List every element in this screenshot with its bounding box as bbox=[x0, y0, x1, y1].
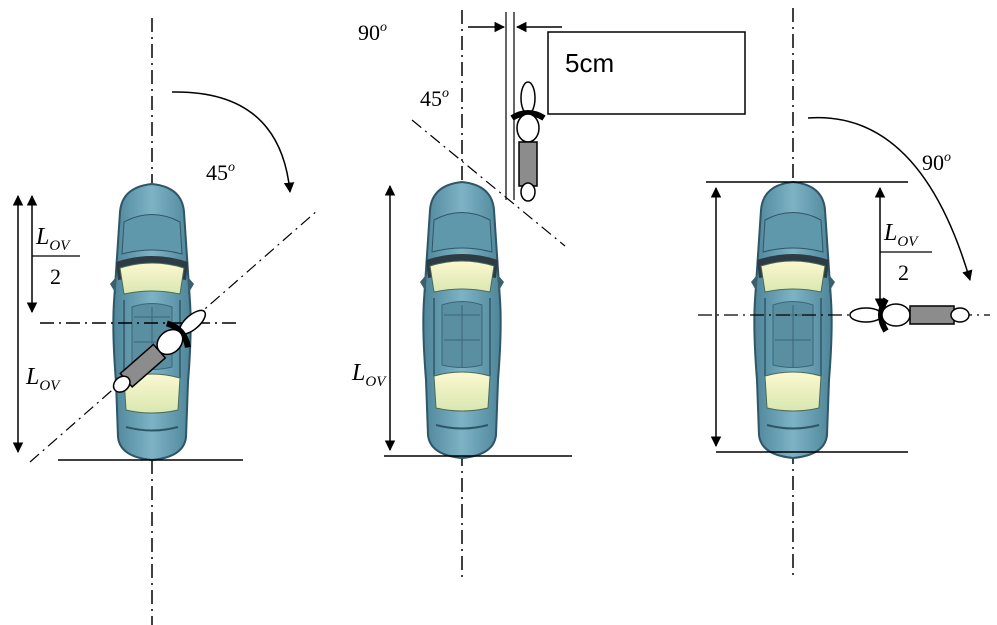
oblique-45-line bbox=[411, 119, 566, 247]
fraction-denominator: 2 bbox=[50, 264, 61, 289]
half-length-label: LOV bbox=[35, 224, 71, 254]
gap-label-box bbox=[547, 31, 746, 115]
moto-trajectory-line bbox=[29, 209, 319, 463]
panel-90-side: 90o LOV 2 bbox=[698, 8, 990, 578]
panel-front-offset: 5cm 90o 45o LOV bbox=[351, 10, 746, 578]
rotation-arrow bbox=[807, 116, 973, 282]
motorcycle-icon bbox=[850, 299, 969, 331]
car-icon bbox=[109, 183, 195, 461]
angle-label-90: 90o bbox=[922, 150, 951, 175]
full-length-label: LOV bbox=[351, 360, 387, 390]
angle-label-45: 45o bbox=[420, 86, 449, 111]
car-icon bbox=[419, 181, 505, 459]
fraction-denominator: 2 bbox=[898, 260, 909, 285]
angle-label-90: 90o bbox=[358, 20, 387, 45]
full-length-label: LOV bbox=[25, 364, 61, 394]
gap-label: 5cm bbox=[565, 48, 614, 78]
panel-45-oblique: 45o LOV 2 LOV bbox=[12, 18, 319, 625]
rotation-arrow bbox=[171, 91, 295, 194]
angle-label-45: 45o bbox=[206, 160, 235, 185]
motorcycle-icon bbox=[512, 82, 544, 201]
car-icon bbox=[750, 181, 836, 459]
half-length-label: LOV bbox=[883, 220, 919, 250]
